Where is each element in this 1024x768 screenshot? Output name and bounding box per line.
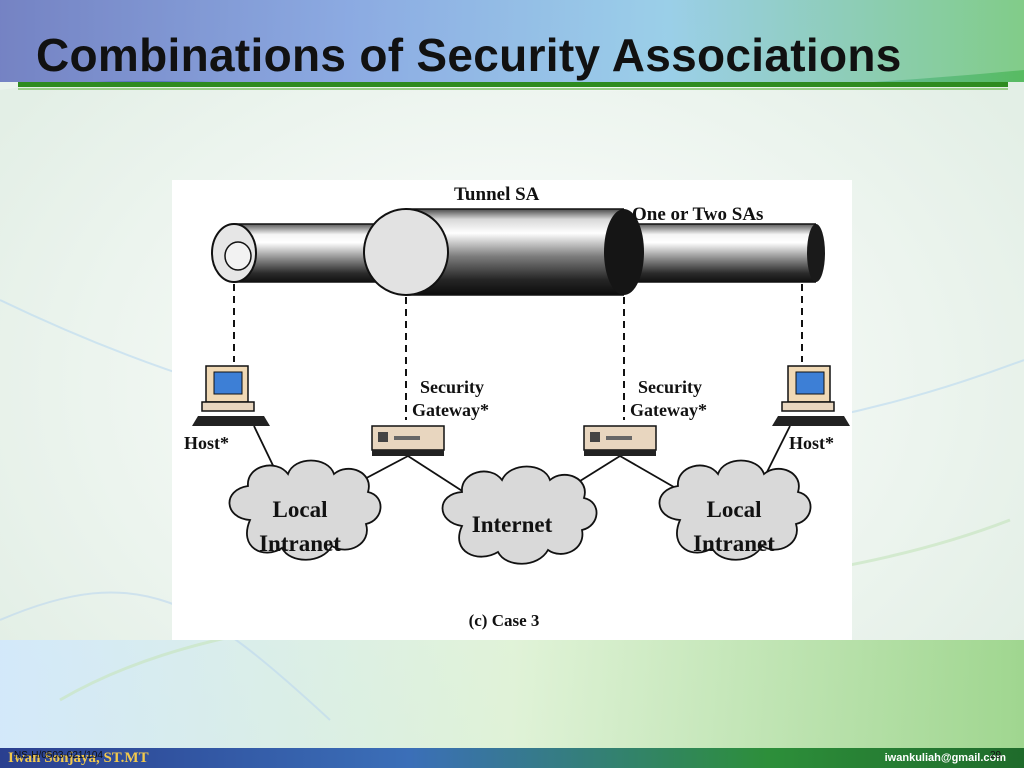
host-left-label: Host*	[184, 433, 229, 453]
tunnel-sa-label: Tunnel SA	[454, 184, 540, 205]
local-intranet-right-cloud	[658, 459, 812, 561]
security-association-diagram: Tunnel SA One or Two SAs Host* Host*	[172, 180, 852, 640]
sa-endpoint-dashes	[233, 284, 803, 420]
host-computer-left-icon	[192, 365, 270, 426]
host-right-label: Host*	[789, 433, 834, 453]
footer-code: NS-H/0503-021/104	[14, 750, 103, 761]
footer-page-number: 29	[990, 750, 1002, 761]
cloud-left-label-line1: Local	[273, 497, 328, 522]
host-computer-right-icon	[772, 365, 850, 426]
security-gateway-right-icon	[583, 425, 657, 456]
tunnel-sa-tube	[363, 208, 644, 296]
title-underline	[18, 82, 1008, 87]
title-underline-light	[18, 88, 1008, 90]
cloud-right-label-line2: Intranet	[693, 531, 775, 556]
inner-sa-label: One or Two SAs	[632, 204, 763, 225]
security-gateway-left-icon	[371, 425, 445, 456]
cloud-center-label: Internet	[472, 512, 553, 537]
internet-cloud	[441, 465, 598, 565]
diagram-caption: (c) Case 3	[469, 611, 540, 630]
footer-author: Iwan Sonjaya, ST.MT	[8, 750, 149, 766]
gateway-right-label-line2: Gateway*	[630, 400, 707, 420]
footer-email: iwankuliah@gmail.com	[884, 752, 1006, 764]
gateway-right-label-line1: Security	[638, 377, 702, 397]
slide-title: Combinations of Security Associations	[36, 29, 902, 81]
local-intranet-left-cloud	[228, 459, 382, 561]
gateway-left-label-line2: Gateway*	[412, 400, 489, 420]
footer-bar	[0, 748, 1024, 768]
gateway-left-label-line1: Security	[420, 377, 484, 397]
cloud-right-label-line1: Local	[707, 497, 762, 522]
cloud-left-label-line2: Intranet	[259, 531, 341, 556]
